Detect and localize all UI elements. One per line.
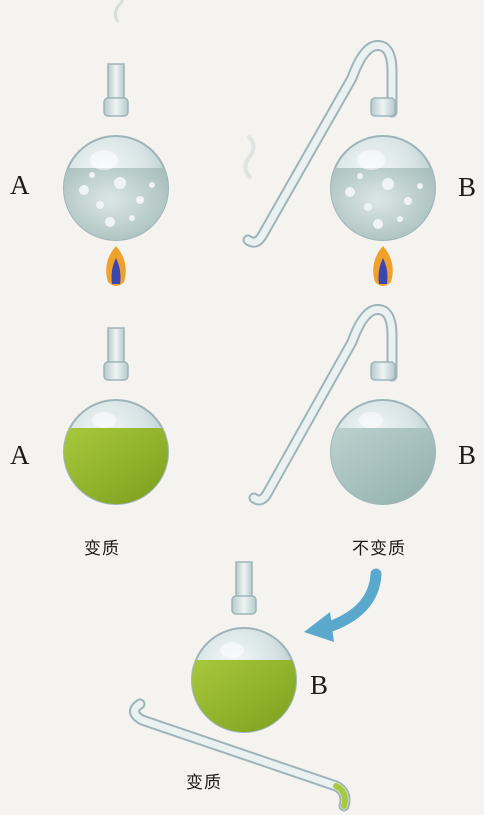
caption-b-not-spoiled: 不变质 xyxy=(352,534,406,559)
flask-shoulder xyxy=(232,596,256,614)
flask-b-boiling xyxy=(245,46,439,248)
flame-a xyxy=(106,246,126,286)
flask-a-spoiled xyxy=(60,328,172,508)
flask-shoulder xyxy=(371,362,395,380)
label-flask-a-result: A xyxy=(10,440,30,471)
flask-b-clear xyxy=(254,310,439,508)
flask-shoulder xyxy=(371,98,395,116)
label-flask-a: A xyxy=(10,170,30,201)
caption-a-spoiled: 变质 xyxy=(84,534,120,559)
tilt-arrow xyxy=(304,574,376,642)
caption-b-tilted-spoiled: 变质 xyxy=(186,768,222,793)
label-flask-b: B xyxy=(458,172,476,203)
spoiled-broth xyxy=(60,428,172,508)
boiling-broth xyxy=(327,168,439,248)
flask-shoulder xyxy=(104,98,128,116)
flame-b xyxy=(373,246,393,286)
flask-shoulder xyxy=(104,362,128,380)
label-flask-b-tilted: B xyxy=(310,670,328,701)
flask-a-boiling xyxy=(60,0,172,248)
steam xyxy=(245,136,253,178)
clear-broth xyxy=(327,428,439,508)
label-flask-b-result: B xyxy=(458,440,476,471)
steam xyxy=(115,0,122,22)
boiling-broth xyxy=(60,168,172,248)
spoiled-broth xyxy=(188,660,300,740)
